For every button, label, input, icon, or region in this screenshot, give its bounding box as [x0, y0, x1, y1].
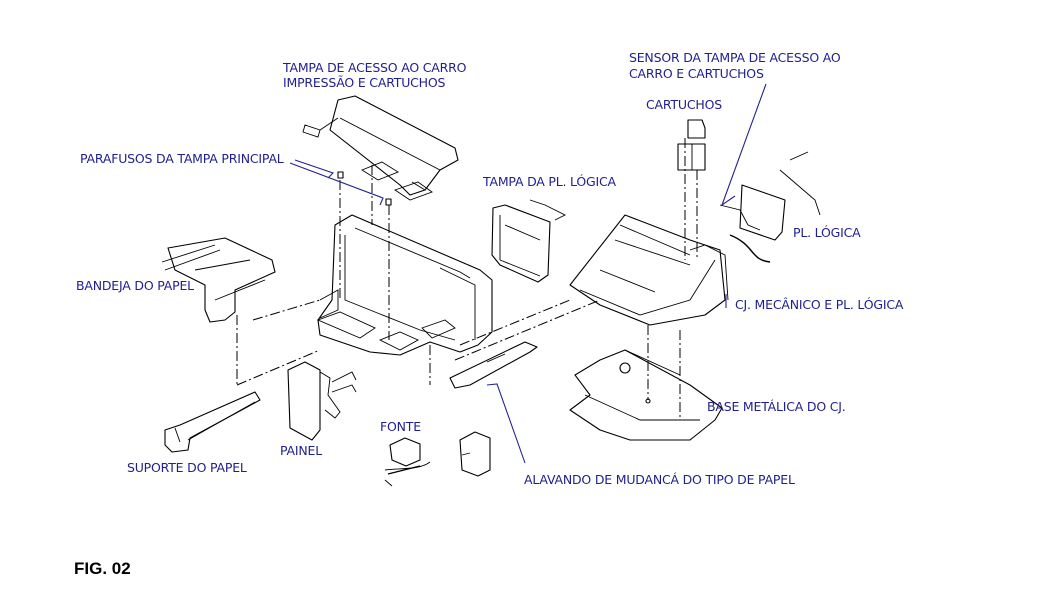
paper-lever-part	[449, 341, 538, 389]
panel-part	[287, 361, 357, 441]
label-main-cover-screws: PARAFUSOS DA TAMPA PRINCIPAL	[80, 151, 284, 166]
main-housing-part	[316, 214, 493, 356]
label-access-cover-line2: IMPRESSÃO E CARTUCHOS	[283, 75, 446, 90]
screw-icon-left	[337, 171, 344, 179]
label-sensor-line2: CARRO E CARTUCHOS	[629, 66, 764, 81]
label-access-cover-line1: TAMPA DE ACESSO AO CARRO	[283, 60, 467, 75]
cartridge-icon-top	[687, 119, 706, 139]
paper-tray-part	[161, 237, 276, 323]
label-mechanism-logic-board: CJ. MECÂNICO E PL. LÓGICA	[735, 297, 904, 312]
label-logic-board: PL. LÓGICA	[793, 225, 861, 240]
leader-screw-left	[294, 159, 335, 179]
access-cover-part	[302, 95, 459, 201]
label-metal-base: BASE METÁLICA DO CJ.	[707, 399, 846, 414]
cartridge-box-part	[459, 431, 491, 477]
paper-support-part	[164, 391, 261, 453]
mechanism-part	[569, 214, 729, 326]
logic-board-part	[719, 151, 821, 263]
logic-board-cover-part	[491, 199, 567, 283]
power-supply-part	[384, 437, 431, 487]
label-paper-tray: BANDEJA DO PAPEL	[76, 278, 194, 293]
label-sensor-line1: SENSOR DA TAMPA DE ACESSO AO	[629, 50, 841, 65]
label-paper-type-lever: ALAVANDO DE MUDANCÁ DO TIPO DE PAPEL	[524, 472, 795, 487]
screw-icon-right	[385, 198, 392, 206]
metal-base-part	[569, 349, 723, 441]
label-cartridges: CARTUCHOS	[646, 97, 722, 112]
leader-screw-right	[289, 162, 384, 206]
label-logic-board-cover: TAMPA DA PL. LÓGICA	[483, 174, 616, 189]
label-paper-support: SUPORTE DO PAPEL	[127, 460, 247, 475]
label-power-supply: FONTE	[380, 419, 421, 434]
leader-lever	[486, 383, 526, 464]
figure-caption: FIG. 02	[74, 559, 131, 578]
label-panel: PAINEL	[280, 443, 322, 458]
leader-sensor	[720, 83, 767, 207]
cartridge-icon-bottom	[677, 143, 706, 171]
